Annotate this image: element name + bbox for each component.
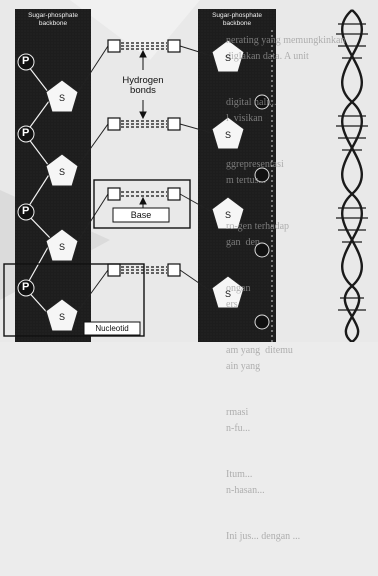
base-label: Base <box>113 210 169 220</box>
base-square <box>108 264 120 276</box>
base-square <box>168 40 180 52</box>
left-backbone-title: Sugar-phosphate backbone <box>15 12 91 28</box>
phosphate-label: P <box>22 55 29 67</box>
sugar-label: S <box>56 312 68 322</box>
base-square <box>168 188 180 200</box>
base-square <box>108 118 120 130</box>
base-square <box>168 118 180 130</box>
phosphate-label: P <box>22 205 29 217</box>
phosphate-label: P <box>22 127 29 139</box>
sugar-label: S <box>222 130 234 140</box>
base-square <box>108 188 120 200</box>
sugar-label: S <box>222 53 234 63</box>
base-square <box>168 264 180 276</box>
base-square <box>108 40 120 52</box>
right-backbone-title: Sugar-phosphate backbone <box>198 12 276 28</box>
sugar-label: S <box>222 210 234 220</box>
phosphate-label: P <box>22 281 29 293</box>
sugar-label: S <box>222 289 234 299</box>
sugar-label: S <box>56 93 68 103</box>
sugar-label: S <box>56 242 68 252</box>
nucleotide-label: Nucleotid <box>84 324 140 334</box>
sugar-label: S <box>56 167 68 177</box>
hydrogen-bonds-label: Hydrogen bonds <box>113 76 173 96</box>
